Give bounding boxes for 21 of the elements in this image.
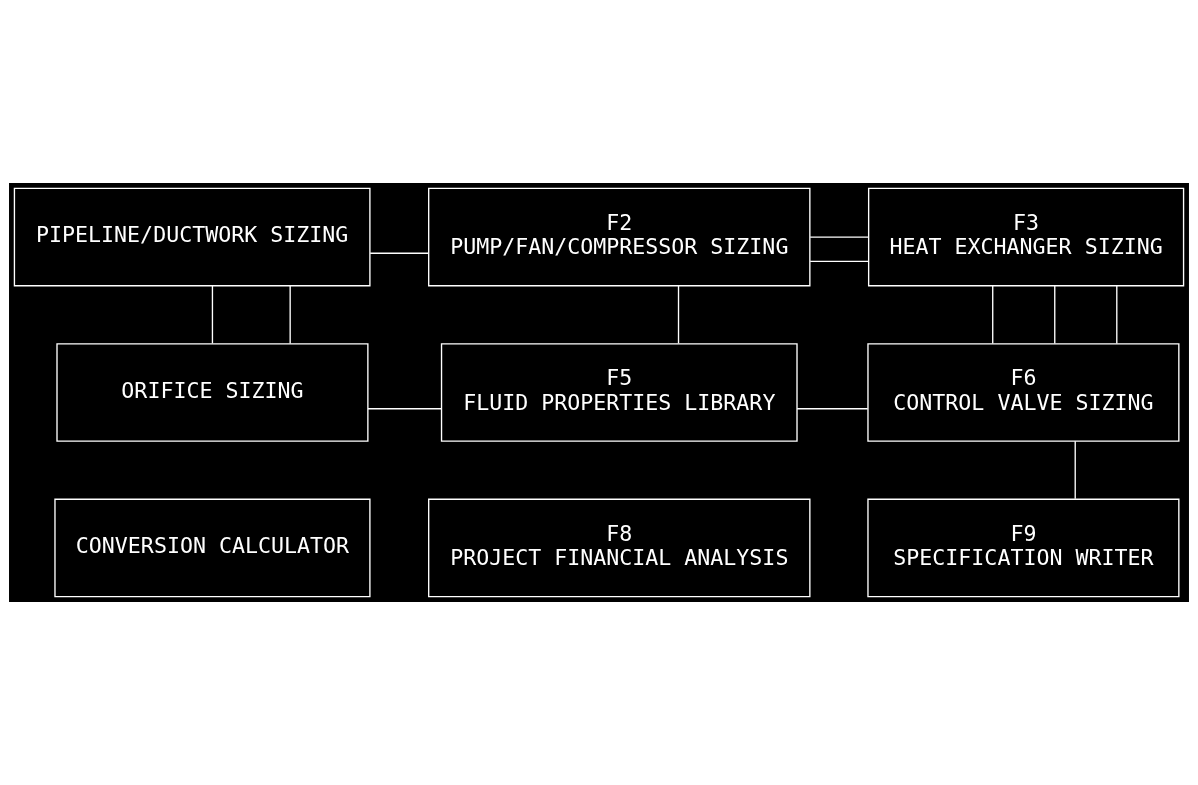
connector: [809, 260, 869, 263]
node-box: CONVERSION CALCULATOR: [54, 498, 371, 598]
connector: [1074, 440, 1076, 500]
node-box: F6 CONTROL VALVE SIZING: [867, 343, 1180, 442]
connector: [677, 285, 680, 345]
connector: [1054, 285, 1056, 345]
connector: [809, 236, 869, 238]
node-box: F2 PUMP/FAN/COMPRESSOR SIZING: [428, 187, 811, 287]
connector: [796, 408, 869, 410]
connector: [289, 285, 291, 345]
node-box: F3 HEAT EXCHANGER SIZING: [867, 187, 1185, 287]
connector: [211, 285, 214, 345]
connector: [367, 408, 443, 410]
node-box: ORIFICE SIZING: [56, 343, 369, 442]
node-box: F8 PROJECT FINANCIAL ANALYSIS: [428, 498, 811, 598]
connector: [369, 252, 430, 254]
connector: [992, 285, 994, 345]
connector: [1116, 285, 1118, 345]
node-box: F9 SPECIFICATION WRITER: [867, 498, 1180, 598]
node-box: PIPELINE/DUCTWORK SIZING: [13, 187, 371, 287]
node-box: F5 FLUID PROPERTIES LIBRARY: [440, 343, 798, 442]
